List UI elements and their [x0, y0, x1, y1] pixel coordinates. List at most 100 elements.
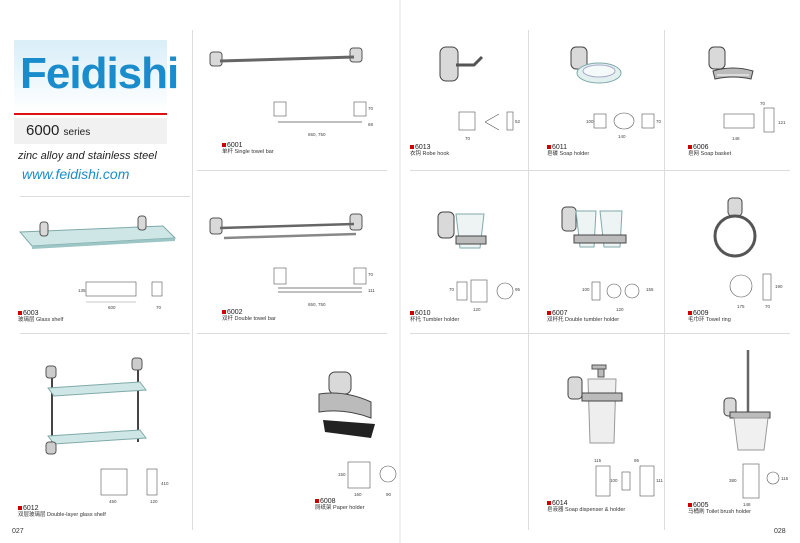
- dim-label: 100: [586, 119, 594, 124]
- soap-dispenser-image: [567, 364, 623, 444]
- robe-hook-drawing: 70 52: [458, 111, 521, 141]
- brand-block: Feidishi 6000 series zinc alloy and stai…: [14, 40, 179, 194]
- dim-label: 70: [765, 304, 771, 309]
- dim-label: 650, 750: [308, 302, 326, 307]
- dim-label: 155: [646, 287, 654, 292]
- product-name: 双层玻璃层 Double-layer glass shelf: [18, 512, 106, 518]
- dim-label: 135: [78, 288, 86, 293]
- grid-divider: [20, 333, 190, 334]
- page-gutter: [399, 0, 401, 543]
- product-code: 6008: [315, 498, 365, 505]
- grid-divider: [664, 30, 665, 530]
- product-code: 6010: [410, 310, 459, 317]
- caption-6005: 6005 马桶刷 Toilet brush holder: [688, 502, 751, 516]
- tumbler-holder-drawing: 120 70 95: [449, 279, 521, 312]
- double-towel-bar-image: [209, 213, 363, 240]
- dim-label: 70: [760, 101, 766, 106]
- towel-ring-drawing: 175 70 190: [729, 273, 783, 309]
- product-code: 6002: [222, 309, 276, 316]
- dim-label: 70: [368, 272, 374, 277]
- grid-divider: [410, 170, 790, 171]
- product-name: 毛巾环 Towel ring: [688, 317, 731, 323]
- product-code: 6013: [410, 144, 449, 151]
- dim-label: 100: [610, 478, 618, 483]
- double-towel-bar-drawing: 650, 750 70 111: [273, 267, 375, 307]
- double-tumbler-holder-drawing: 120 100 155: [582, 281, 654, 312]
- series-number: 6000: [26, 122, 60, 139]
- caption-6010: 6010 杯托 Tumbler holder: [410, 310, 459, 324]
- series-word: series: [63, 127, 91, 138]
- dim-label: 70: [156, 305, 162, 310]
- product-name: 马桶刷 Toilet brush holder: [688, 509, 751, 515]
- product-code: 6001: [222, 142, 274, 149]
- caption-6008: 6008 厕纸架 Paper holder: [315, 498, 365, 512]
- towel-ring-image: [713, 197, 757, 258]
- toilet-brush-image: [723, 350, 771, 451]
- product-code: 6007: [547, 310, 619, 317]
- tumbler-holder-image: [437, 211, 487, 249]
- caption-6001: 6001 单杆 Single towel bar: [222, 142, 274, 156]
- dim-label: 52: [515, 119, 521, 124]
- dim-label: 120: [150, 499, 158, 504]
- single-towel-bar-drawing: 650, 750 70 68: [273, 101, 374, 137]
- toilet-brush-drawing: 148 115 380: [729, 463, 789, 507]
- dim-label: 140: [618, 134, 626, 139]
- dim-label: 150: [338, 472, 346, 477]
- caption-6012: 6012 双层玻璃层 Double-layer glass shelf: [18, 505, 106, 519]
- page-number-right: 028: [774, 528, 786, 535]
- dim-label: 95: [515, 287, 521, 292]
- grid-divider: [528, 30, 529, 530]
- dim-label: 190: [775, 284, 783, 289]
- caption-6002: 6002 双杆 Double towel bar: [222, 309, 276, 323]
- dim-label: 160: [354, 492, 362, 497]
- dim-label: 95: [634, 458, 640, 463]
- product-name: 皂网 Soap basket: [688, 151, 732, 157]
- single-towel-bar-image: [209, 47, 363, 67]
- product-code: 6009: [688, 310, 731, 317]
- product-name: 玻璃层 Glass shelf: [18, 317, 64, 323]
- soap-basket-drawing: 148 70 121: [723, 101, 786, 141]
- caption-6013: 6013 衣钩 Robe hook: [410, 144, 449, 158]
- dim-label: 115: [781, 476, 789, 481]
- soap-holder-drawing: 140 100 70: [586, 112, 662, 139]
- soap-holder-image: [570, 46, 622, 84]
- product-name: 杯托 Tumbler holder: [410, 317, 460, 323]
- website-link[interactable]: www.feidishi.com: [22, 166, 130, 182]
- product-name: 皂碟 Soap holder: [547, 151, 590, 157]
- grid-divider: [192, 30, 193, 530]
- dim-label: 115: [594, 458, 602, 463]
- product-name: 衣钩 Robe hook: [410, 151, 450, 157]
- product-name: 单杆 Single towel bar: [222, 149, 274, 155]
- dim-label: 111: [368, 288, 375, 293]
- grid-divider: [20, 196, 190, 197]
- dim-label: 70: [368, 106, 374, 111]
- page-number-left: 027: [12, 528, 24, 535]
- series-panel: 6000 series: [14, 118, 167, 144]
- product-name: 皂液器 Soap dispenser & holder: [547, 507, 626, 513]
- dim-label: 410: [161, 481, 169, 486]
- paper-holder-image: [318, 371, 375, 438]
- dim-label: 70: [656, 119, 662, 124]
- double-tumbler-holder-image: [561, 206, 627, 248]
- dim-label: 380: [729, 478, 737, 483]
- dim-label: 120: [473, 307, 481, 312]
- dim-label: 450: [109, 499, 117, 504]
- brand-logo: Feidishi: [20, 49, 179, 98]
- product-code: 6006: [688, 144, 731, 151]
- product-code: 6005: [688, 502, 751, 509]
- product-name: 厕纸架 Paper holder: [315, 505, 365, 511]
- dim-label: 175: [737, 304, 745, 309]
- paper-holder-drawing: 160 90 150: [338, 461, 397, 497]
- series-title: 6000 series: [26, 122, 90, 139]
- glass-shelf-drawing: 600 70 135: [78, 281, 163, 310]
- dim-label: 100: [582, 287, 590, 292]
- product-code: 6003: [18, 310, 63, 317]
- dim-label: 111: [656, 478, 663, 483]
- double-glass-shelf-drawing: 450 120 410: [100, 468, 169, 504]
- caption-6006: 6006 皂网 Soap basket: [688, 144, 731, 158]
- dim-label: 90: [386, 492, 392, 497]
- product-name: 双杯托 Double tumbler holder: [547, 317, 620, 323]
- caption-6011: 6011 皂碟 Soap holder: [547, 144, 589, 158]
- soap-basket-image: [708, 46, 754, 80]
